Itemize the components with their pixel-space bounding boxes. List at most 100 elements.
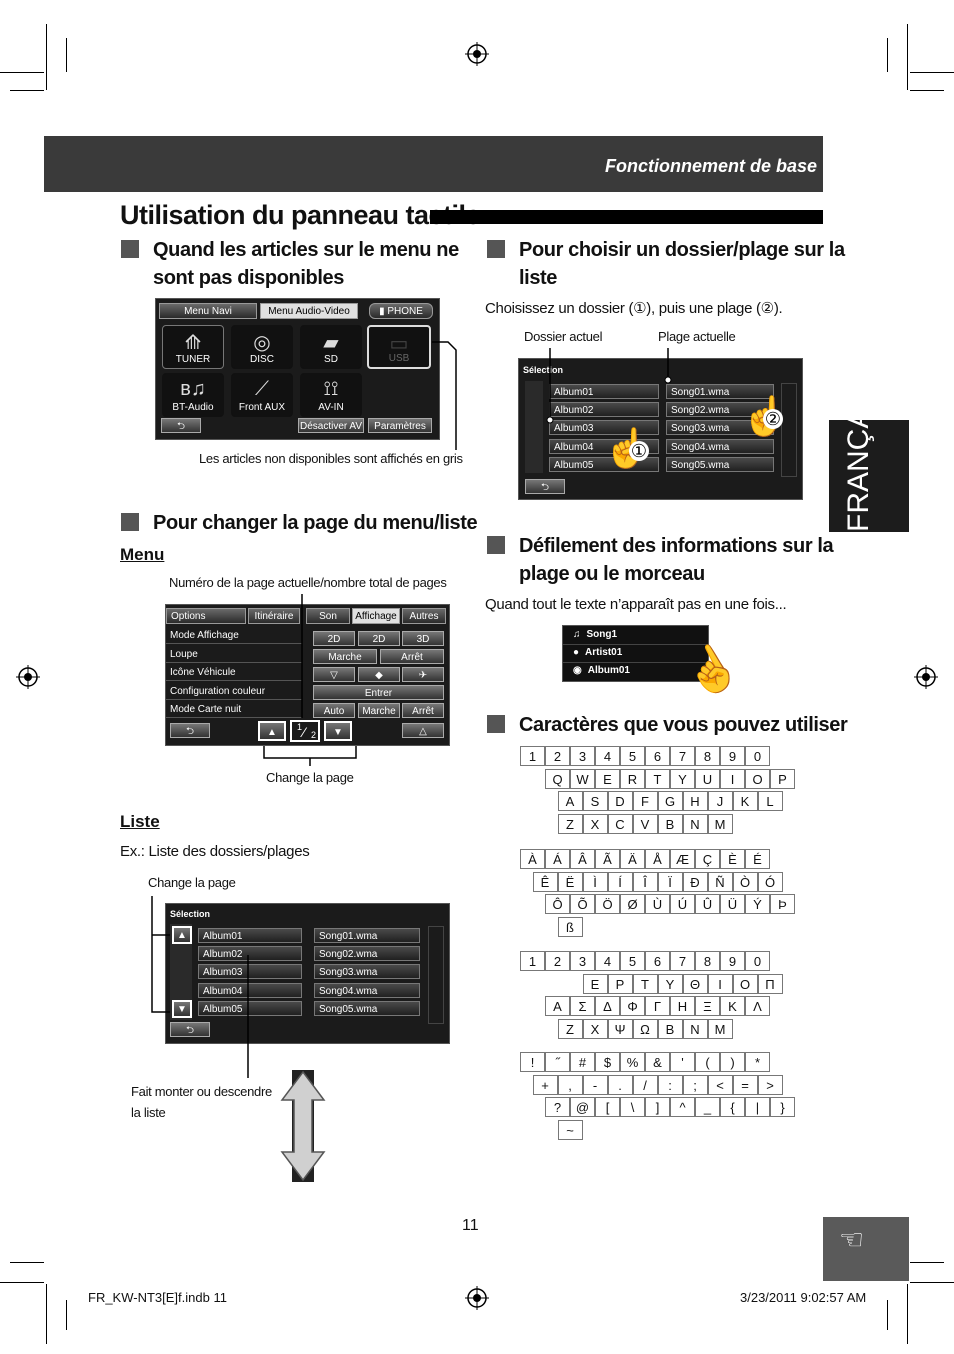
rca-cable-icon: ⟟⟟: [323, 378, 339, 400]
char-key: Û: [695, 894, 720, 915]
scroll-up-button[interactable]: ▲: [172, 926, 192, 944]
btn-entrer[interactable]: Entrer: [313, 685, 444, 700]
char-key: Ξ: [695, 996, 720, 1017]
btn-3d[interactable]: 3D: [402, 631, 444, 646]
char-key: \: [620, 1097, 645, 1118]
tab-affichage[interactable]: Affichage: [352, 608, 400, 624]
disable-av-button[interactable]: Désactiver AV: [298, 418, 364, 433]
registration-mark-icon: [465, 1286, 489, 1310]
song-item[interactable]: Song01.wma: [314, 928, 420, 943]
back-button[interactable]: ⮌: [161, 418, 201, 433]
char-key: Y: [670, 768, 695, 789]
av-in-button[interactable]: ⟟⟟ AV-IN: [300, 373, 362, 417]
tuner-button[interactable]: ⟰TUNER: [162, 325, 224, 369]
crop-mark: [910, 72, 954, 73]
page-indicator: 1 ⁄ 2: [290, 720, 320, 742]
song-item[interactable]: Song05.wma: [666, 457, 774, 472]
char-key: Ú: [670, 894, 695, 915]
song-item[interactable]: Song03.wma: [314, 964, 420, 979]
char-key: Ð: [682, 871, 708, 892]
front-aux-button[interactable]: ⟋Front AUX: [231, 373, 293, 417]
char-key: ): [720, 1052, 745, 1072]
map-view-button[interactable]: △: [402, 723, 444, 738]
next-page-tab[interactable]: ☜: [823, 1217, 909, 1281]
char-key: (: [695, 1052, 720, 1072]
vehicle-icon-option-2[interactable]: ◆: [358, 667, 400, 682]
tab-menu-navi[interactable]: Menu Navi: [159, 303, 257, 319]
page-down-button[interactable]: ▼: [324, 721, 352, 741]
char-key: F: [632, 791, 658, 812]
song-item[interactable]: Song03.wma: [666, 420, 774, 435]
sd-button[interactable]: ▰SD: [300, 325, 362, 369]
settings-button[interactable]: Paramètres: [368, 418, 432, 433]
scrollbar[interactable]: [170, 924, 192, 1020]
album-item[interactable]: Album03: [198, 964, 302, 979]
char-key: M: [707, 814, 733, 835]
scroll-down-button[interactable]: ▼: [172, 1000, 192, 1018]
btn-2d-north[interactable]: 2D: [313, 631, 355, 646]
tab-autres[interactable]: Autres: [402, 608, 446, 624]
song-item[interactable]: Song04.wma: [314, 983, 420, 998]
scrollbar[interactable]: [525, 381, 543, 473]
btn-loupe-arret[interactable]: Arrêt: [380, 649, 444, 664]
crop-mark: [46, 24, 47, 90]
song-item[interactable]: Song01.wma: [666, 384, 774, 399]
album-item[interactable]: Album02: [198, 946, 302, 961]
char-key: U: [695, 768, 720, 789]
song-item[interactable]: Song04.wma: [666, 439, 774, 454]
page-turn-hand-icon: ☜: [839, 1224, 865, 1255]
page-up-button[interactable]: ▲: [258, 721, 286, 741]
right-scrollbar[interactable]: [428, 926, 444, 1024]
av-in-label: AV-IN: [318, 402, 344, 413]
char-key: -: [582, 1074, 608, 1095]
album-item[interactable]: Album05: [549, 457, 659, 472]
btn-2d-heading[interactable]: 2D: [358, 631, 400, 646]
btn-night-marche[interactable]: Marche: [358, 703, 400, 718]
char-key: A: [545, 996, 570, 1017]
tab-phone[interactable]: ▮ PHONE: [369, 303, 433, 319]
album-item[interactable]: Album04: [198, 983, 302, 998]
char-key: ˝: [545, 1052, 570, 1072]
usb-button[interactable]: ▭USB: [367, 325, 431, 369]
bt-audio-button[interactable]: ʙ♫BT-Audio: [162, 373, 224, 417]
road-icon: △: [419, 726, 427, 737]
page-number: 11: [462, 1217, 479, 1234]
liste-example: Ex.: Liste des dossiers/plages: [120, 843, 310, 860]
back-button[interactable]: ⮌: [525, 479, 565, 494]
back-arrow-icon: ⮌: [540, 482, 549, 493]
back-button[interactable]: ⮌: [170, 723, 210, 738]
song-item[interactable]: Song05.wma: [314, 1001, 420, 1016]
total-pages: 2: [311, 730, 317, 740]
song-item[interactable]: Song02.wma: [314, 946, 420, 961]
disc-button[interactable]: ◎DISC: [231, 325, 293, 369]
tab-itineraire[interactable]: Itinéraire: [248, 608, 300, 624]
char-key: I: [720, 768, 745, 789]
back-button[interactable]: ⮌: [170, 1022, 210, 1037]
vehicle-icon-option-1[interactable]: ▽: [313, 667, 355, 682]
vehicle-icon-option-3[interactable]: ✈: [402, 667, 444, 682]
front-aux-label: Front AUX: [238, 402, 286, 413]
char-key: !: [520, 1052, 545, 1072]
btn-night-arret[interactable]: Arrêt: [402, 703, 444, 718]
sec3-title-line1: Pour choisir un dossier/plage sur la: [519, 239, 845, 261]
album-item[interactable]: Album03: [549, 420, 659, 435]
char-key: Ý: [745, 894, 770, 915]
tab-options[interactable]: Options: [166, 608, 246, 624]
tab-son[interactable]: Son: [306, 608, 350, 624]
album-item[interactable]: Album01: [549, 384, 659, 399]
char-key: W: [570, 768, 595, 789]
album-item[interactable]: Album05: [198, 1001, 302, 1016]
tab-menu-audio-video[interactable]: Menu Audio-Video: [260, 303, 358, 319]
btn-night-auto[interactable]: Auto: [313, 703, 355, 718]
char-key: E: [595, 768, 620, 789]
right-scrollbar[interactable]: [781, 383, 797, 477]
sec1-caption: Les articles non disponibles sont affich…: [199, 451, 463, 466]
track-info-panel[interactable]: ♫Song1 ●Artist01 ◉Album01: [562, 625, 709, 682]
char-key: T: [632, 973, 658, 994]
char-key: A: [557, 791, 583, 812]
album-item[interactable]: Album01: [198, 928, 302, 943]
back-arrow-icon: ⮌: [176, 421, 185, 432]
btn-loupe-marche[interactable]: Marche: [313, 649, 377, 664]
disc-label: DISC: [250, 354, 274, 365]
